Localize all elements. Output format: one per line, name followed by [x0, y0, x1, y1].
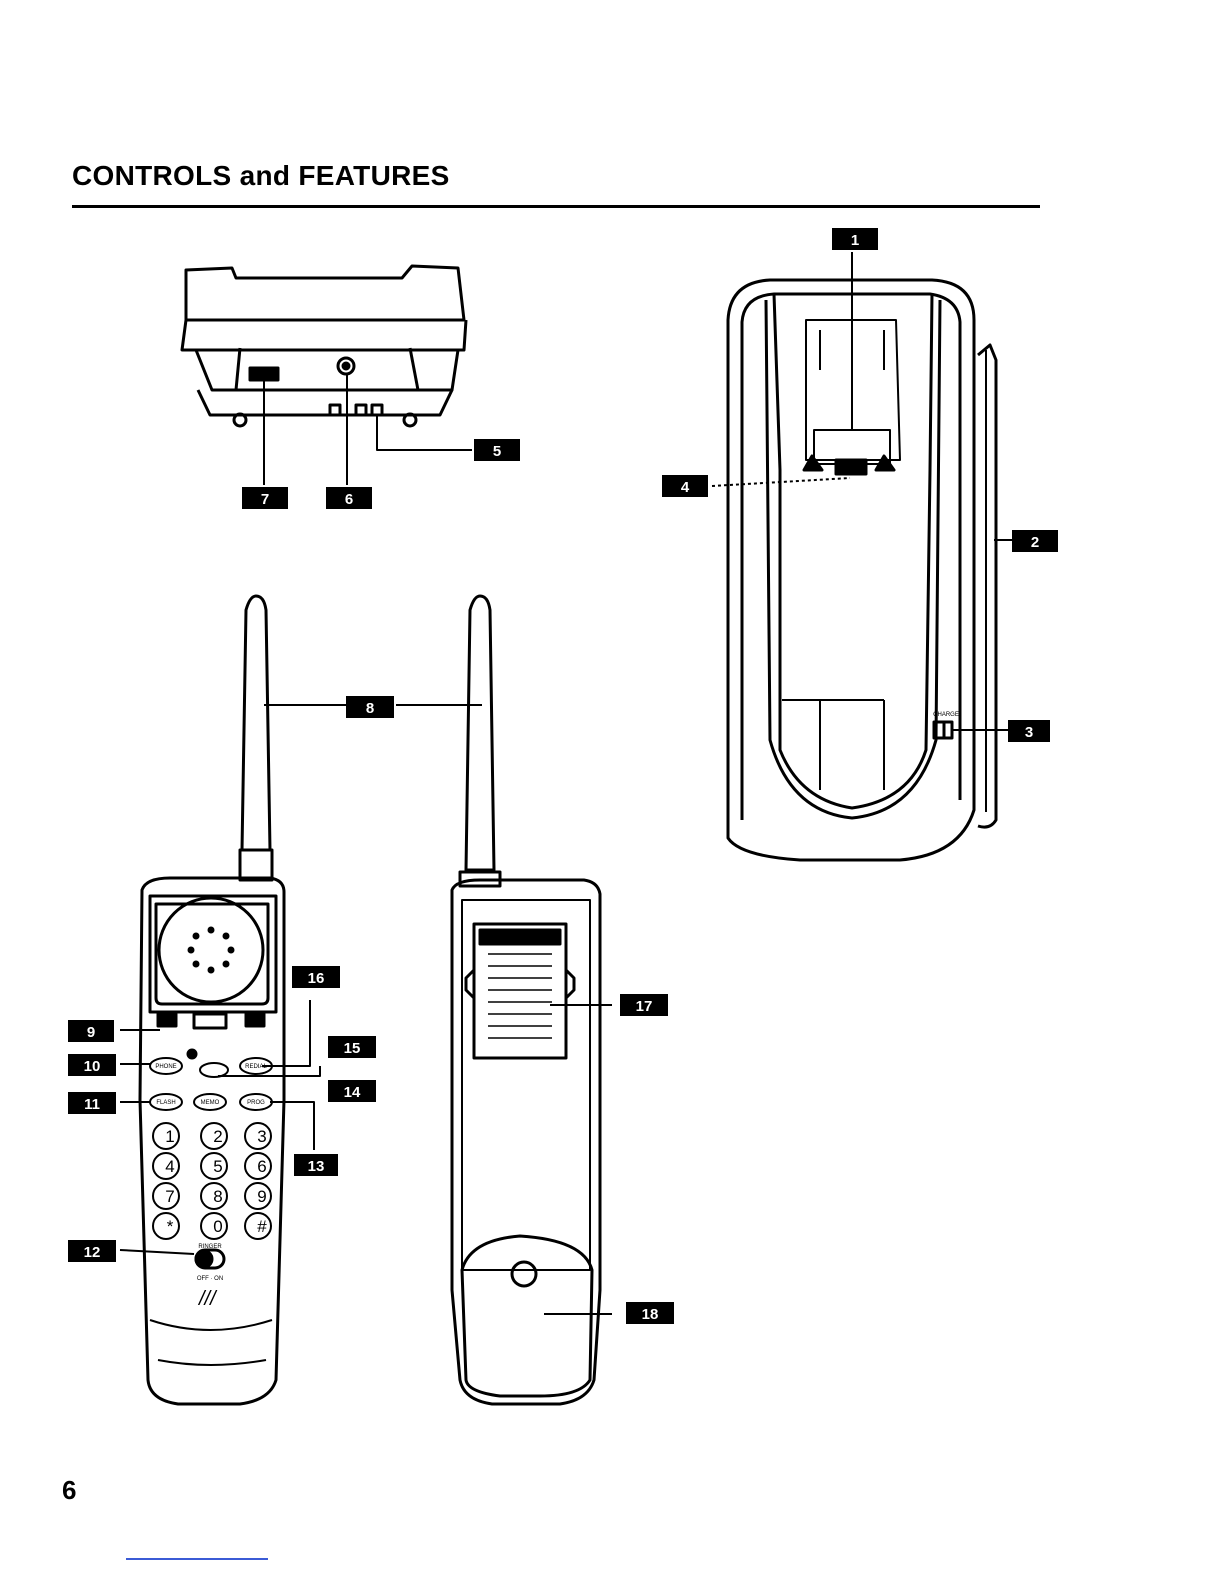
callout-13: 13 — [308, 1158, 325, 1175]
base-top-view — [712, 252, 1012, 860]
key-0: 0 — [213, 1217, 222, 1236]
button-memo-label: MEMO — [201, 1100, 220, 1106]
callout-8: 8 — [366, 700, 374, 717]
callout-18: 18 — [642, 1306, 659, 1323]
key-9: 9 — [257, 1187, 266, 1206]
key-1: 1 — [165, 1127, 174, 1146]
handset-back-view — [452, 596, 612, 1404]
key-8: 8 — [213, 1187, 222, 1206]
callout-1: 1 — [851, 232, 859, 249]
callout-17: 17 — [636, 998, 653, 1015]
button-redial-label: REDIAL — [245, 1064, 267, 1070]
button-prog-label: PROG — [247, 1100, 265, 1106]
callout-6: 6 — [345, 491, 353, 508]
key-4: 4 — [165, 1157, 174, 1176]
svg-text:///: /// — [197, 1288, 218, 1310]
key-5: 5 — [213, 1157, 222, 1176]
callout-7: 7 — [261, 491, 269, 508]
key-3: 3 — [257, 1127, 266, 1146]
page-number: 6 — [62, 1475, 76, 1506]
callout-4: 4 — [681, 479, 690, 496]
handset-front-view: /// — [120, 596, 482, 1404]
callout-3: 3 — [1025, 724, 1033, 741]
ringer-positions: OFF · ON — [197, 1276, 223, 1282]
callout-2: 2 — [1031, 534, 1039, 551]
key-2: 2 — [213, 1127, 222, 1146]
callout-11: 11 — [84, 1096, 100, 1113]
callout-9: 9 — [87, 1024, 95, 1041]
key-7: 7 — [165, 1187, 174, 1206]
ringer-label: RINGER — [198, 1244, 222, 1250]
callout-16: 16 — [308, 970, 325, 987]
button-phone-label: PHONE — [155, 1064, 176, 1070]
charge-label: CHARGE — [933, 712, 959, 718]
base-rear-view — [182, 266, 472, 485]
callout-14: 14 — [344, 1084, 361, 1101]
key-star: * — [167, 1217, 174, 1236]
key-hash: # — [257, 1217, 267, 1236]
callout-15: 15 — [344, 1040, 361, 1057]
callout-10: 10 — [84, 1058, 101, 1075]
callout-5: 5 — [493, 443, 501, 460]
button-flash-label: FLASH — [156, 1100, 175, 1106]
callout-12: 12 — [84, 1244, 101, 1261]
footer-link-underline[interactable] — [126, 1558, 268, 1560]
key-6: 6 — [257, 1157, 266, 1176]
